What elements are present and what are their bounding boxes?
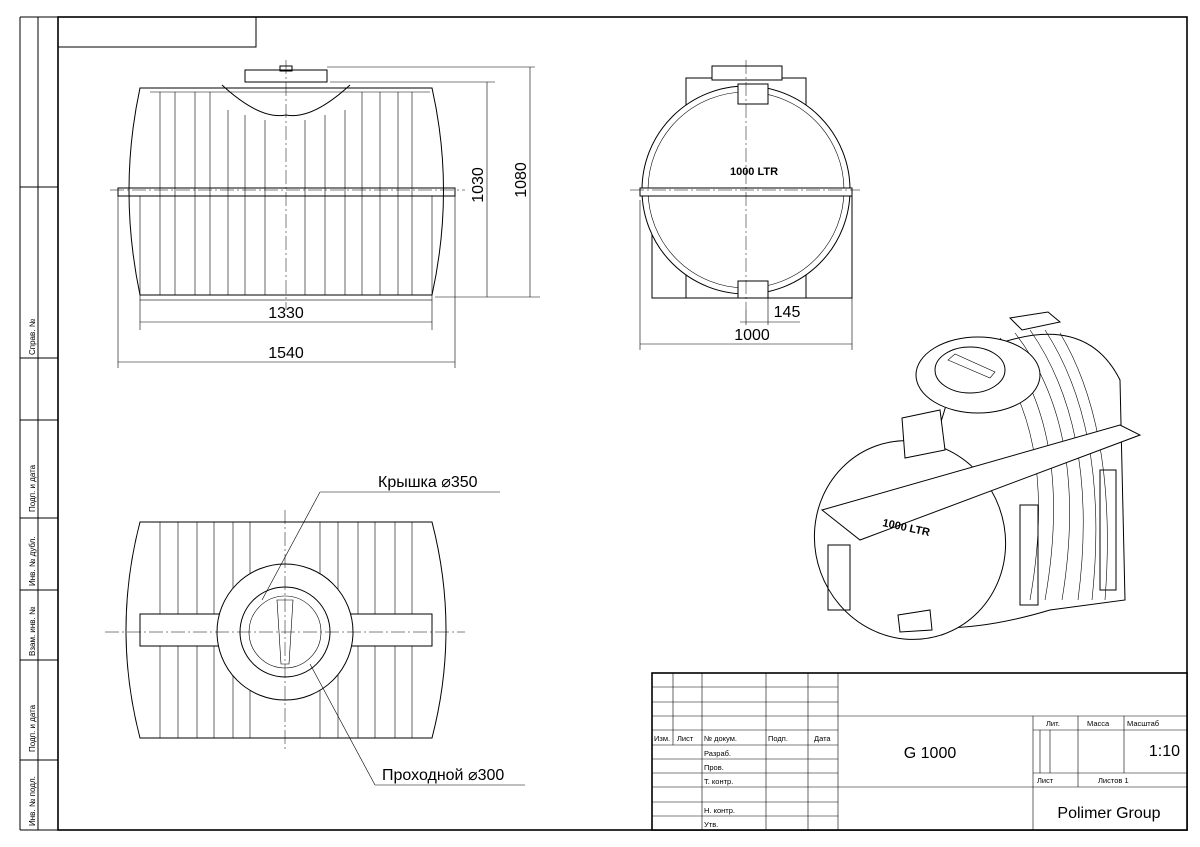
label-inv-no-dubl: Инв. № дубл. [28,536,37,586]
manhole-diameter-callout: Проходной ⌀300 [382,767,504,784]
col-izm: Изм. [654,734,670,743]
label-podp-data: Подп. и дата [28,464,37,512]
title-block: Изм. Лист № докум. Подп. Дата Разраб. Пр… [651,672,1188,831]
company-name: Polimer Group [1057,805,1160,822]
lid-diameter-callout: Крышка ⌀350 [378,474,478,491]
label-sheets-total: Листов 1 [1098,776,1129,785]
top-view: Крышка ⌀350 Проходной ⌀300 [105,474,525,786]
dim-145: 145 [774,304,801,321]
dim-1030: 1030 [470,167,487,203]
sheet-frame [19,16,1188,831]
label-podp-data-2: Подп. и дата [28,704,37,752]
col-data: Дата [814,734,831,743]
dim-1540: 1540 [268,345,304,362]
side-view: 1000 LTR 145 1000 [630,60,860,350]
label-sheet: Лист [1037,776,1054,785]
dim-1330: 1330 [268,305,304,322]
label-sprav-no: Справ. № [28,318,37,355]
label-vzam-inv-no: Взам. инв. № [28,606,37,656]
label-massa: Масса [1087,719,1110,728]
col-podp: Подп. [768,734,788,743]
front-view: 1330 1540 1030 1080 [110,60,540,368]
side-strip-labels: Справ. № Подп. и дата Инв. № дубл. Взам.… [28,318,37,826]
col-list: Лист [677,734,694,743]
dim-1080: 1080 [513,162,530,198]
label-lit: Лит. [1046,719,1060,728]
label-masshtab: Масштаб [1127,719,1159,728]
row-n-kontr: Н. контр. [704,806,735,815]
row-utv: Утв. [704,820,718,829]
dim-1000: 1000 [734,327,770,344]
row-t-kontr: Т. контр. [704,777,733,786]
row-prov: Пров. [704,763,724,772]
drawing-designation: G 1000 [904,745,957,762]
scale-value: 1:10 [1149,743,1180,760]
label-inv-no-podl: Инв. № подл. [28,776,37,826]
col-doc-no: № докум. [704,734,737,743]
side-capacity-label: 1000 LTR [730,166,778,178]
isometric-view: 1000 LTR [813,311,1142,640]
row-razrab: Разраб. [704,749,731,758]
